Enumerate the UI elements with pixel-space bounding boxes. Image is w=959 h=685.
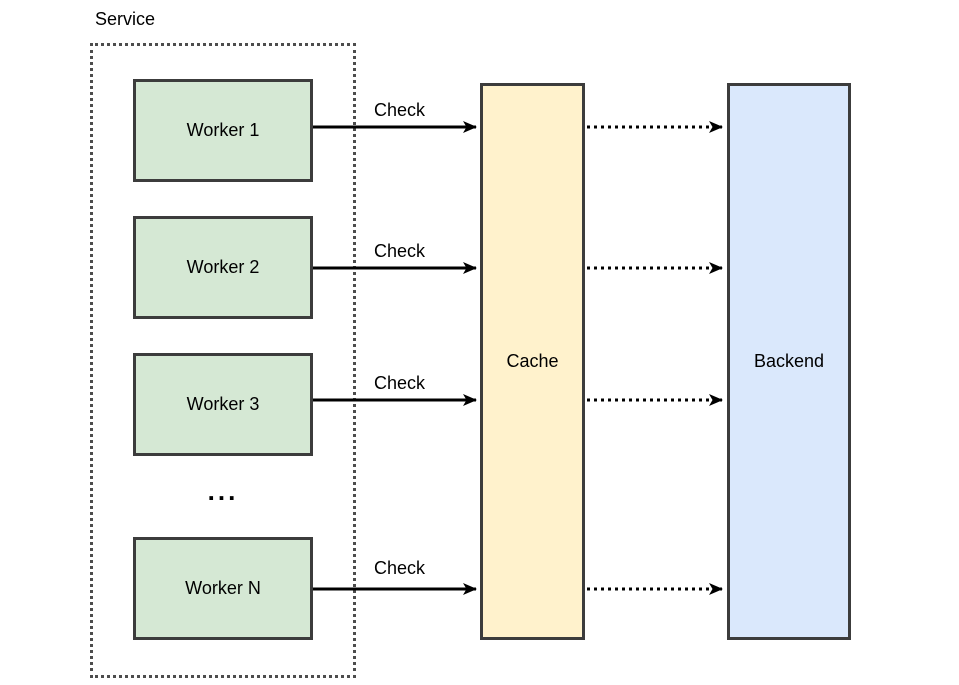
edge-label-check-3: Check	[372, 373, 428, 393]
node-cache: Cache	[480, 83, 585, 640]
node-worker-1-label: Worker 1	[186, 120, 260, 140]
node-worker-2: Worker 2	[133, 216, 313, 319]
edge-label-check-4: Check	[372, 558, 428, 578]
node-backend: Backend	[727, 83, 851, 640]
node-worker-n: Worker N	[133, 537, 313, 640]
node-worker-1: Worker 1	[133, 79, 313, 182]
service-group-boundary	[90, 43, 356, 678]
node-worker-3-label: Worker 3	[186, 394, 260, 414]
edge-label-check-2: Check	[372, 241, 428, 261]
node-worker-3: Worker 3	[133, 353, 313, 456]
node-worker-n-label: Worker N	[185, 578, 261, 598]
service-group-label: Service	[95, 9, 156, 29]
edge-label-check-1: Check	[372, 100, 428, 120]
node-backend-label: Backend	[753, 351, 825, 371]
workers-ellipsis: ...	[207, 476, 239, 506]
node-cache-label: Cache	[506, 351, 559, 371]
node-worker-2-label: Worker 2	[186, 257, 260, 277]
